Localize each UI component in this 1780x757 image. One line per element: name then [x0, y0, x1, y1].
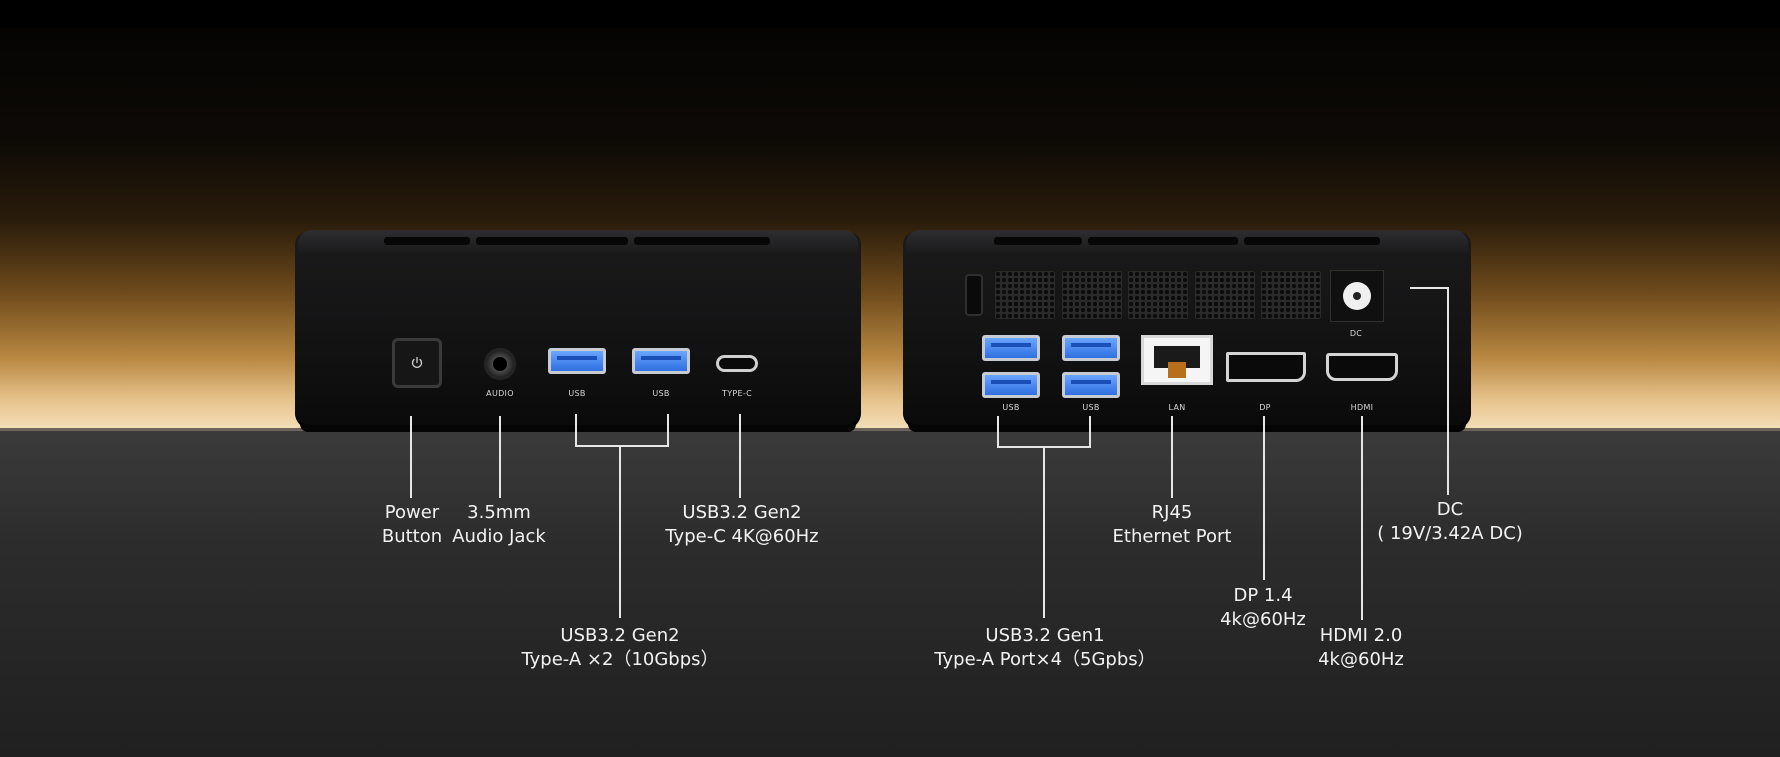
front-device-lid — [298, 230, 858, 254]
rj45-callout: RJ45 Ethernet Port — [1112, 502, 1232, 547]
floor-surface — [0, 430, 1780, 757]
displayport-port — [1226, 352, 1306, 382]
usb-front-callout: USB3.2 Gen2 Type-A ×2（10Gbps） — [521, 625, 719, 670]
usb-rear-callout: USB3.2 Gen1 Type-A Port×4（5Gpbs） — [934, 625, 1156, 670]
front-device-body — [295, 232, 861, 429]
vent-grille — [1128, 271, 1188, 319]
usb-a-port-rear-1 — [982, 335, 1040, 361]
table-edge — [0, 428, 1780, 431]
audio-jack — [484, 348, 516, 380]
lid-slot — [1244, 237, 1380, 245]
hdmi-port-label: HDMI — [1350, 403, 1374, 412]
power-icon — [411, 356, 423, 368]
dc-callout: DC ( 19V/3.42A DC) — [1377, 499, 1523, 544]
lid-slot — [634, 237, 770, 245]
dc-connector-ring — [1343, 282, 1371, 310]
usb-rear-bracket — [997, 416, 1091, 448]
lid-slot — [994, 237, 1082, 245]
rear-device-lid — [906, 230, 1468, 254]
usb-a-port-rear-2 — [1062, 335, 1120, 361]
dc-power-jack — [1330, 270, 1384, 322]
vent-grille — [1261, 271, 1321, 319]
audio-port-label: AUDIO — [486, 389, 514, 398]
dp-callout: DP 1.4 4k@60Hz — [1220, 585, 1306, 630]
usb-a-port-rear-3 — [982, 372, 1040, 398]
vent-grille — [1062, 271, 1122, 319]
usb-a-port-front-1 — [548, 348, 606, 374]
hdmi-port — [1326, 353, 1398, 381]
lan-port-label: LAN — [1168, 403, 1186, 412]
typec-callout: USB3.2 Gen2 Type-C 4K@60Hz — [665, 502, 819, 547]
usb-port-label: USB — [1002, 403, 1020, 412]
power-button[interactable] — [392, 338, 442, 388]
dp-port-label: DP — [1259, 403, 1271, 412]
lid-slot — [384, 237, 470, 245]
lid-slot — [476, 237, 628, 245]
dc-port-label: DC — [1349, 329, 1363, 338]
kensington-lock-slot — [965, 274, 983, 316]
audio-jack-callout: 3.5mm Audio Jack — [452, 502, 546, 547]
vent-grille — [1195, 271, 1255, 319]
usb-a-port-front-2 — [632, 348, 690, 374]
type-c-port — [716, 355, 758, 372]
vent-grille — [995, 271, 1055, 319]
usb-port-label: USB — [1082, 403, 1100, 412]
type-c-port-label: TYPE-C — [722, 389, 752, 398]
usb-front-bracket — [575, 414, 669, 447]
usb-port-label: USB — [652, 389, 670, 398]
usb-port-label: USB — [568, 389, 586, 398]
usb-a-port-rear-4 — [1062, 372, 1120, 398]
lid-slot — [1088, 237, 1238, 245]
power-button-callout: Power Button — [381, 502, 443, 547]
lan-port — [1141, 335, 1213, 385]
top-band — [0, 0, 1780, 28]
dc-leader-line — [1410, 287, 1449, 495]
hdmi-callout: HDMI 2.0 4k@60Hz — [1318, 625, 1404, 670]
